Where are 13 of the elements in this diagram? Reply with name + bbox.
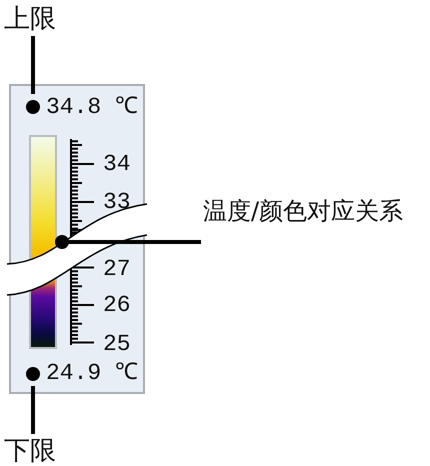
leader-line bbox=[26, 36, 40, 114]
tick-label: 26 bbox=[103, 292, 131, 318]
callout-label: 温度/颜色对应关系 bbox=[203, 196, 429, 226]
limit-label: 上限 bbox=[4, 3, 64, 35]
limit-label: 下限 bbox=[4, 436, 64, 466]
tick-label: 33 bbox=[103, 189, 131, 215]
tick-label: 34 bbox=[103, 151, 131, 177]
leader-line bbox=[55, 235, 201, 249]
tick-label: 27 bbox=[103, 256, 131, 282]
max-temperature-value: 34.8 ℃ bbox=[26, 94, 147, 120]
leader-line bbox=[26, 367, 40, 434]
min-temperature-value: 24.9 ℃ bbox=[26, 360, 147, 386]
tick-label: 25 bbox=[103, 331, 131, 357]
